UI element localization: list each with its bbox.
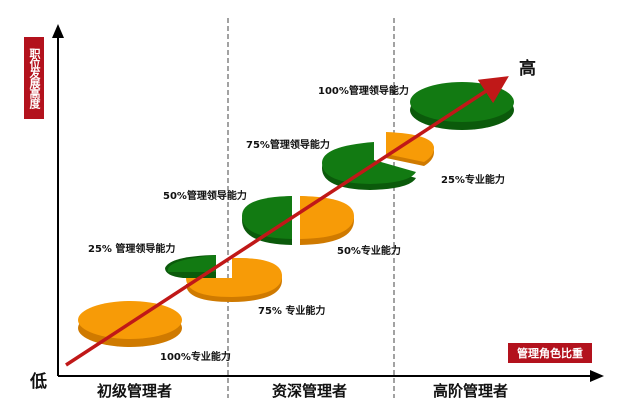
label-l1-management: 25% 管理领导能力 (88, 244, 176, 255)
y-axis-arrow (52, 24, 64, 38)
label-l2-management: 50%管理领导能力 (163, 191, 247, 202)
label-l4-management: 100%管理领导能力 (318, 86, 409, 97)
low-label: 低 (30, 372, 47, 392)
pie-1-orange-slice (186, 257, 282, 302)
stage-executive: 高阶管理者 (433, 382, 509, 400)
label-l2-professional: 50%专业能力 (337, 246, 401, 257)
pie-3-orange-slice (386, 132, 434, 166)
pie-1-green-slice (165, 255, 216, 278)
y-axis-title: 职位发展高度 (24, 37, 44, 119)
high-label: 高 (519, 59, 536, 79)
pie-2-orange-slice (300, 196, 354, 245)
x-axis-arrow (590, 370, 604, 382)
pie-2-green-slice (242, 196, 292, 245)
pie-0-full-professional (78, 301, 182, 347)
label-l3-management: 75%管理领导能力 (246, 140, 330, 151)
x-axis-title: 管理角色比重 (508, 343, 592, 363)
stage-senior: 资深管理者 (272, 382, 348, 400)
label-l0-professional: 100%专业能力 (160, 352, 231, 363)
label-l3-professional: 25%专业能力 (441, 175, 505, 186)
stage-junior: 初级管理者 (97, 382, 173, 400)
growth-arrow (65, 76, 509, 367)
label-l1-professional: 75% 专业能力 (258, 306, 326, 317)
